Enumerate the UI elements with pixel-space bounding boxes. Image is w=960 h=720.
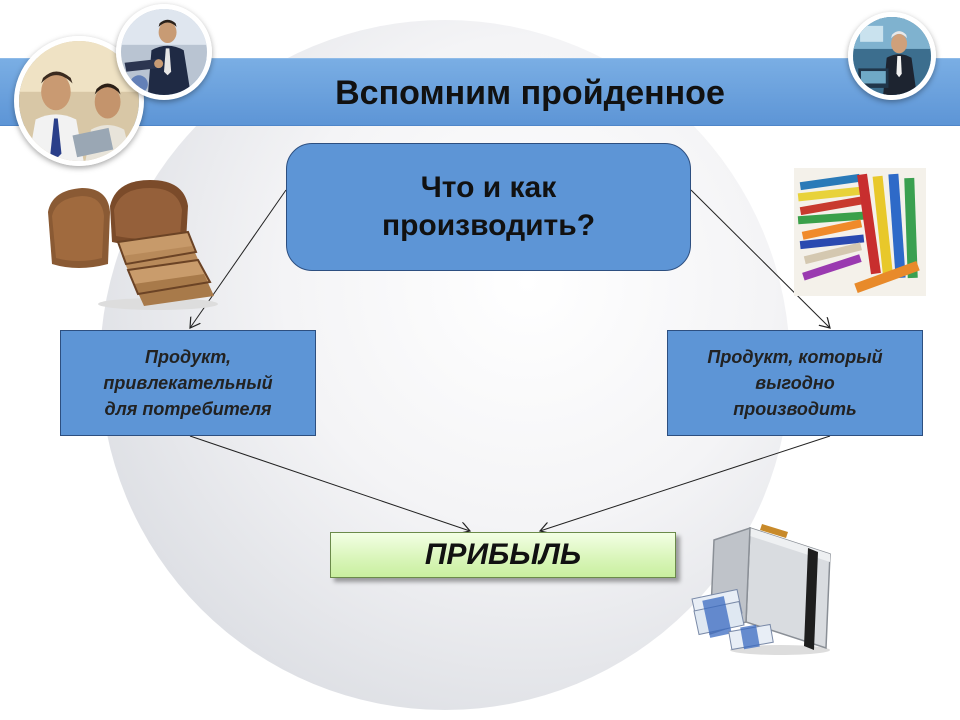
consumer-product-box: Продукт, привлекательный для потребителя [60,330,316,436]
business-photo-handshake [116,4,212,100]
profitable-product-box: Продукт, который выгодно производить [667,330,923,436]
briefcase-money-icon [690,516,838,656]
profit-box: ПРИБЫЛЬ [330,532,676,578]
question-box-label: Что и как производить? [381,171,596,242]
slide-title: Вспомним пройденное [335,74,725,112]
profit-label: ПРИБЫЛЬ [424,538,582,571]
question-box: Что и как производить? [286,143,691,271]
books-icon [794,168,926,296]
profitable-product-label: Продукт, который выгодно производить [707,347,883,419]
bread-icon [38,172,222,314]
consumer-product-label: Продукт, привлекательный для потребителя [103,347,273,419]
business-photo-office [848,12,936,100]
